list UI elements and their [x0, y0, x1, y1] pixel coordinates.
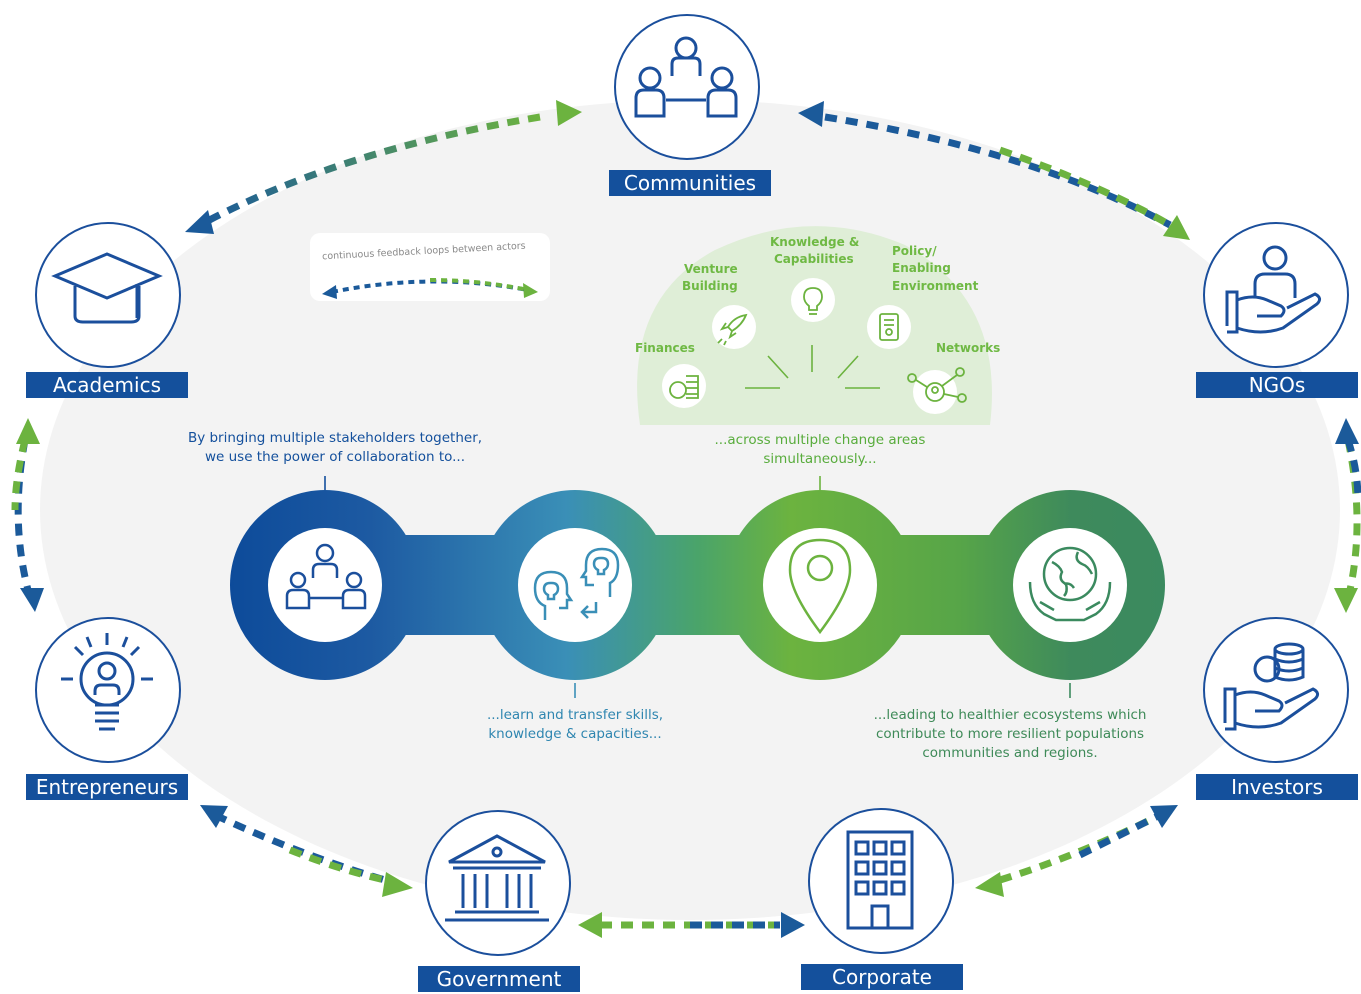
hand-person-icon: [1225, 245, 1322, 334]
feedback-arrow: [200, 805, 413, 897]
office-building-icon: [846, 830, 914, 930]
corporate-node: [808, 808, 954, 954]
hand-coins-icon: [1223, 642, 1320, 731]
learning-caption-line2: knowledge & capacities...: [488, 726, 662, 742]
feedback-arrow: [975, 805, 1178, 897]
collaboration-icon: [285, 543, 367, 610]
ecosystems-caption-line3: communities and regions.: [922, 745, 1098, 761]
learning-heads-icon: [533, 547, 620, 620]
ecosystems-caption: ...leading to healthier ecosystems which…: [850, 706, 1170, 763]
networks-label: Networks: [936, 341, 1001, 355]
venture-label-line2: Building: [682, 279, 738, 293]
collaboration-caption: By bringing multiple stakeholders togeth…: [155, 429, 515, 467]
feedback-arrow: [578, 912, 805, 938]
government-label: Government: [418, 966, 580, 992]
feedback-arrow: [798, 101, 1190, 240]
group-meeting-icon: [634, 36, 738, 118]
government-building-icon: [445, 834, 549, 922]
coins-icon: [662, 364, 706, 408]
investors-node: [1203, 617, 1349, 763]
policy-label-line3: Environment: [892, 279, 979, 293]
collaboration-caption-line2: we use the power of collaboration to...: [204, 449, 466, 465]
collaboration-caption-line1: By bringing multiple stakeholders togeth…: [187, 430, 483, 446]
ecosystem-background: [40, 100, 1340, 920]
change-areas-dome: [637, 226, 992, 425]
venture-label-line1: Venture: [684, 262, 738, 276]
academics-node: [35, 222, 181, 368]
investors-label: Investors: [1196, 774, 1358, 800]
academics-label: Academics: [26, 372, 188, 398]
ngos-node: [1203, 222, 1349, 368]
learning-caption-line1: ...learn and transfer skills,: [486, 707, 664, 723]
communities-node: [614, 14, 760, 160]
globe-hands-icon: [1028, 546, 1112, 622]
communities-label: Communities: [609, 170, 771, 196]
rocket-icon: [712, 305, 756, 349]
policy-label-line1: Policy/: [892, 244, 937, 258]
knowledge-label-line2: Capabilities: [774, 252, 854, 266]
finances-label: Finances: [635, 341, 695, 355]
ngos-label: NGOs: [1196, 372, 1358, 398]
government-node: [425, 810, 571, 956]
legend-arrow: [322, 278, 538, 299]
learning-caption: ...learn and transfer skills, knowledge …: [455, 706, 695, 744]
ecosystems-caption-line1: ...leading to healthier ecosystems which: [873, 707, 1147, 723]
corporate-label: Corporate: [801, 964, 963, 990]
feedback-arrow: [11, 418, 44, 612]
document-icon: [867, 305, 911, 349]
caption-connectors: [324, 476, 1071, 698]
feedback-arrow: [185, 100, 582, 234]
entrepreneurs-node: [35, 617, 181, 763]
location-pin-icon: [788, 538, 852, 635]
lightbulb-person-icon: [61, 633, 153, 731]
ecosystems-caption-line2: contribute to more resilient populations: [875, 726, 1145, 742]
entrepreneurs-label: Entrepreneurs: [26, 774, 188, 800]
graduation-cap-icon: [51, 252, 163, 324]
legend-box: [310, 233, 550, 301]
change-areas-caption-line1: ...across multiple change areas: [714, 432, 926, 448]
knowledge-label-line1: Knowledge &: [770, 235, 860, 249]
bulb-icon: [791, 278, 835, 322]
ray-lines: [745, 345, 880, 389]
network-icon: [907, 367, 967, 414]
change-areas-caption: ...across multiple change areas simultan…: [680, 431, 960, 469]
policy-label-line2: Enabling: [892, 261, 951, 275]
feedback-arrow: [1334, 418, 1361, 613]
change-areas-caption-line2: simultaneously...: [763, 451, 877, 467]
